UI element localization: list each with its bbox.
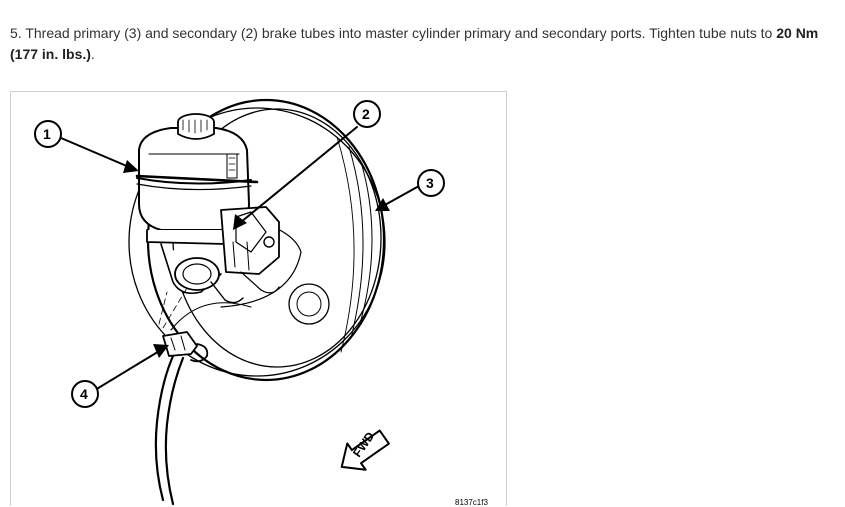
torque-nm: 20 Nm — [776, 25, 819, 41]
callout-1-arrowhead — [123, 160, 139, 173]
callout-4-arrowhead — [153, 344, 169, 358]
callout-4-label: 4 — [80, 386, 88, 402]
callout-3-label: 3 — [426, 175, 434, 191]
brake-booster — [128, 98, 386, 382]
callout-leaders — [60, 126, 420, 391]
vacuum-sensor-hose — [154, 287, 209, 506]
fwd-direction-arrow — [340, 429, 390, 471]
fluid-reservoir — [135, 113, 259, 231]
brake-booster-illustration: 1 2 3 4 FWD 8137c1f3 — [10, 91, 507, 507]
callout-3-circle — [417, 169, 445, 197]
callout-1-circle — [34, 120, 62, 148]
callout-2-circle — [353, 100, 381, 128]
callout-2-arrowhead — [233, 214, 247, 230]
callout-2-label: 2 — [362, 106, 370, 122]
callout-4-circle — [71, 380, 99, 408]
torque-inlbs: (177 in. lbs.) — [10, 46, 91, 62]
callout-1-label: 1 — [43, 126, 51, 142]
brake-booster-drawing: 1 2 3 4 FWD 8137c1f3 — [34, 98, 488, 507]
figure-id: 8137c1f3 — [455, 498, 488, 507]
instruction-step-5: 5. Thread primary (3) and secondary (2) … — [10, 25, 819, 62]
callout-3-arrowhead — [375, 198, 390, 211]
instruction-text: 5. Thread primary (3) and secondary (2) … — [10, 25, 777, 41]
